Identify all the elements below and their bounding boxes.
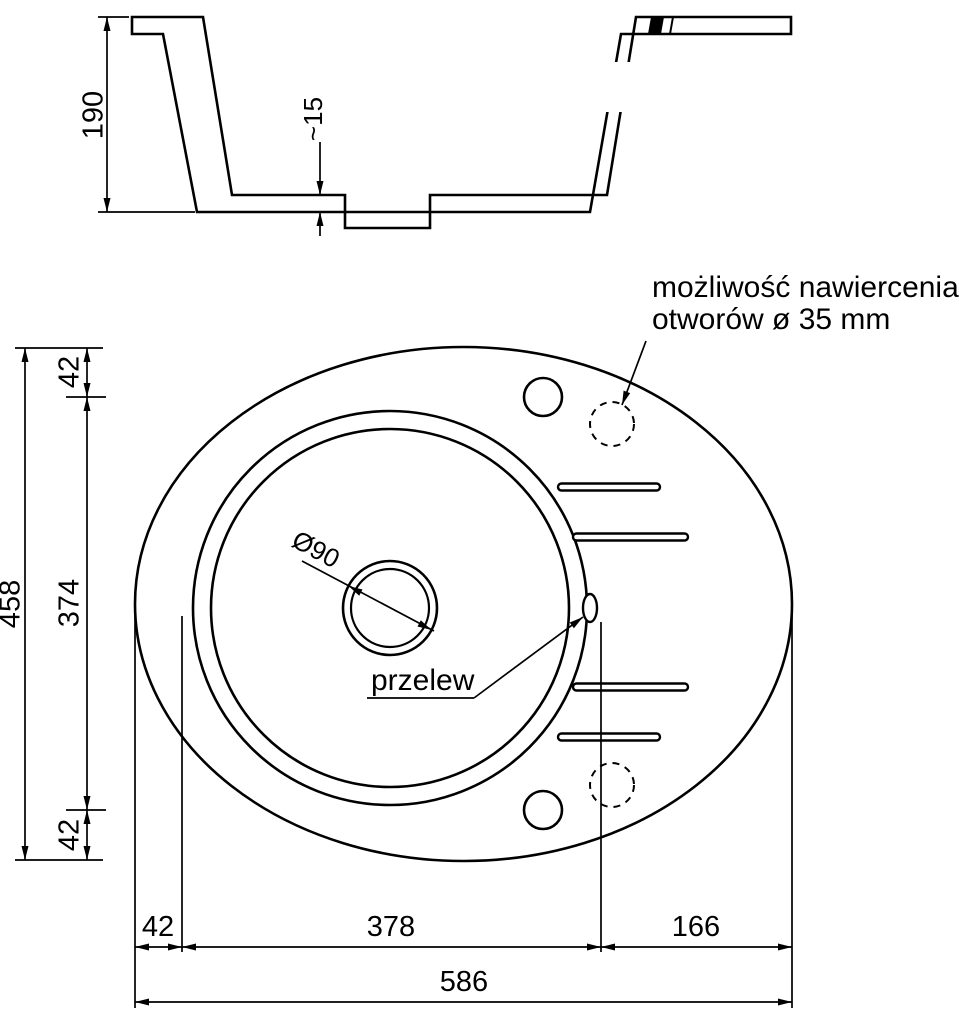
drain-outer-circle (341, 559, 439, 657)
arrowhead (83, 810, 91, 824)
arrowhead (778, 998, 792, 1006)
arrowhead (316, 181, 324, 195)
arrowhead (21, 348, 29, 362)
optional-hole-top-dashed (589, 401, 635, 447)
arrowhead (83, 348, 91, 362)
overflow-leader (473, 616, 584, 699)
plan-view (133, 345, 794, 863)
drain-diameter-label: Ø90 (287, 524, 344, 574)
left-margin-label: 42 (142, 911, 174, 943)
recess-dimension-label: ~15 (298, 97, 328, 141)
arrowhead (83, 846, 91, 860)
overflow-label: przelew (371, 664, 475, 697)
depth-dimension-label: 190 (78, 91, 110, 139)
arrowhead (83, 397, 91, 411)
arrowhead (83, 383, 91, 397)
drain-inner-circle (349, 567, 431, 649)
arrowhead (587, 943, 601, 951)
section-arrowheads (103, 17, 324, 226)
drain-diameter-leader (301, 560, 435, 632)
hole-spacing-label: 374 (54, 579, 86, 627)
arrowhead (316, 212, 324, 226)
arrowhead (168, 943, 182, 951)
arrowhead (135, 943, 149, 951)
section-dimensions: 190 ~15 (78, 16, 328, 236)
drainer-groove (571, 682, 690, 692)
arrowhead (569, 617, 583, 629)
total-width-label: 586 (440, 966, 488, 998)
total-height-label: 458 (0, 580, 27, 628)
drill-note-line2: otworów ø 35 mm (652, 303, 890, 336)
drainer-groove (556, 482, 662, 492)
faucet-hole-top (522, 376, 564, 418)
arrowhead (622, 390, 631, 405)
arrowhead (83, 796, 91, 810)
overflow-slot (581, 592, 599, 624)
flange-hole-edge-line (669, 16, 674, 35)
cross-section-view (130, 15, 793, 230)
basin-profile-path (130, 15, 793, 230)
arrowhead (778, 943, 792, 951)
plan-annotations: Ø90 przelew możliwość nawiercenia otworó… (287, 271, 959, 699)
plan-dimensions: 458 42 374 42 42 378 166 586 (0, 347, 793, 1008)
wall-break-mask (603, 62, 633, 112)
arrowhead (21, 846, 29, 860)
arrowhead (601, 943, 615, 951)
top-margin-label: 42 (54, 356, 86, 388)
right-span-label: 166 (672, 911, 720, 943)
plan-arrowheads (21, 348, 792, 1006)
arrowhead (348, 586, 363, 596)
drainer-groove (556, 732, 662, 742)
flange-hole-mark (648, 17, 664, 34)
bowl-inner-circle (209, 427, 571, 789)
arrowhead (103, 17, 111, 31)
bowl-span-label: 378 (367, 911, 415, 943)
arrowhead (182, 943, 196, 951)
faucet-hole-bottom (522, 789, 564, 831)
drainer-groove (571, 532, 690, 542)
arrowhead (135, 998, 149, 1006)
arrowhead (103, 198, 111, 212)
bottom-margin-label: 42 (54, 819, 86, 851)
arrowhead (417, 620, 432, 630)
drill-note-line1: możliwość nawiercenia (652, 271, 959, 304)
sink-outline-oval (133, 345, 794, 863)
optional-hole-bottom-dashed (589, 762, 635, 808)
